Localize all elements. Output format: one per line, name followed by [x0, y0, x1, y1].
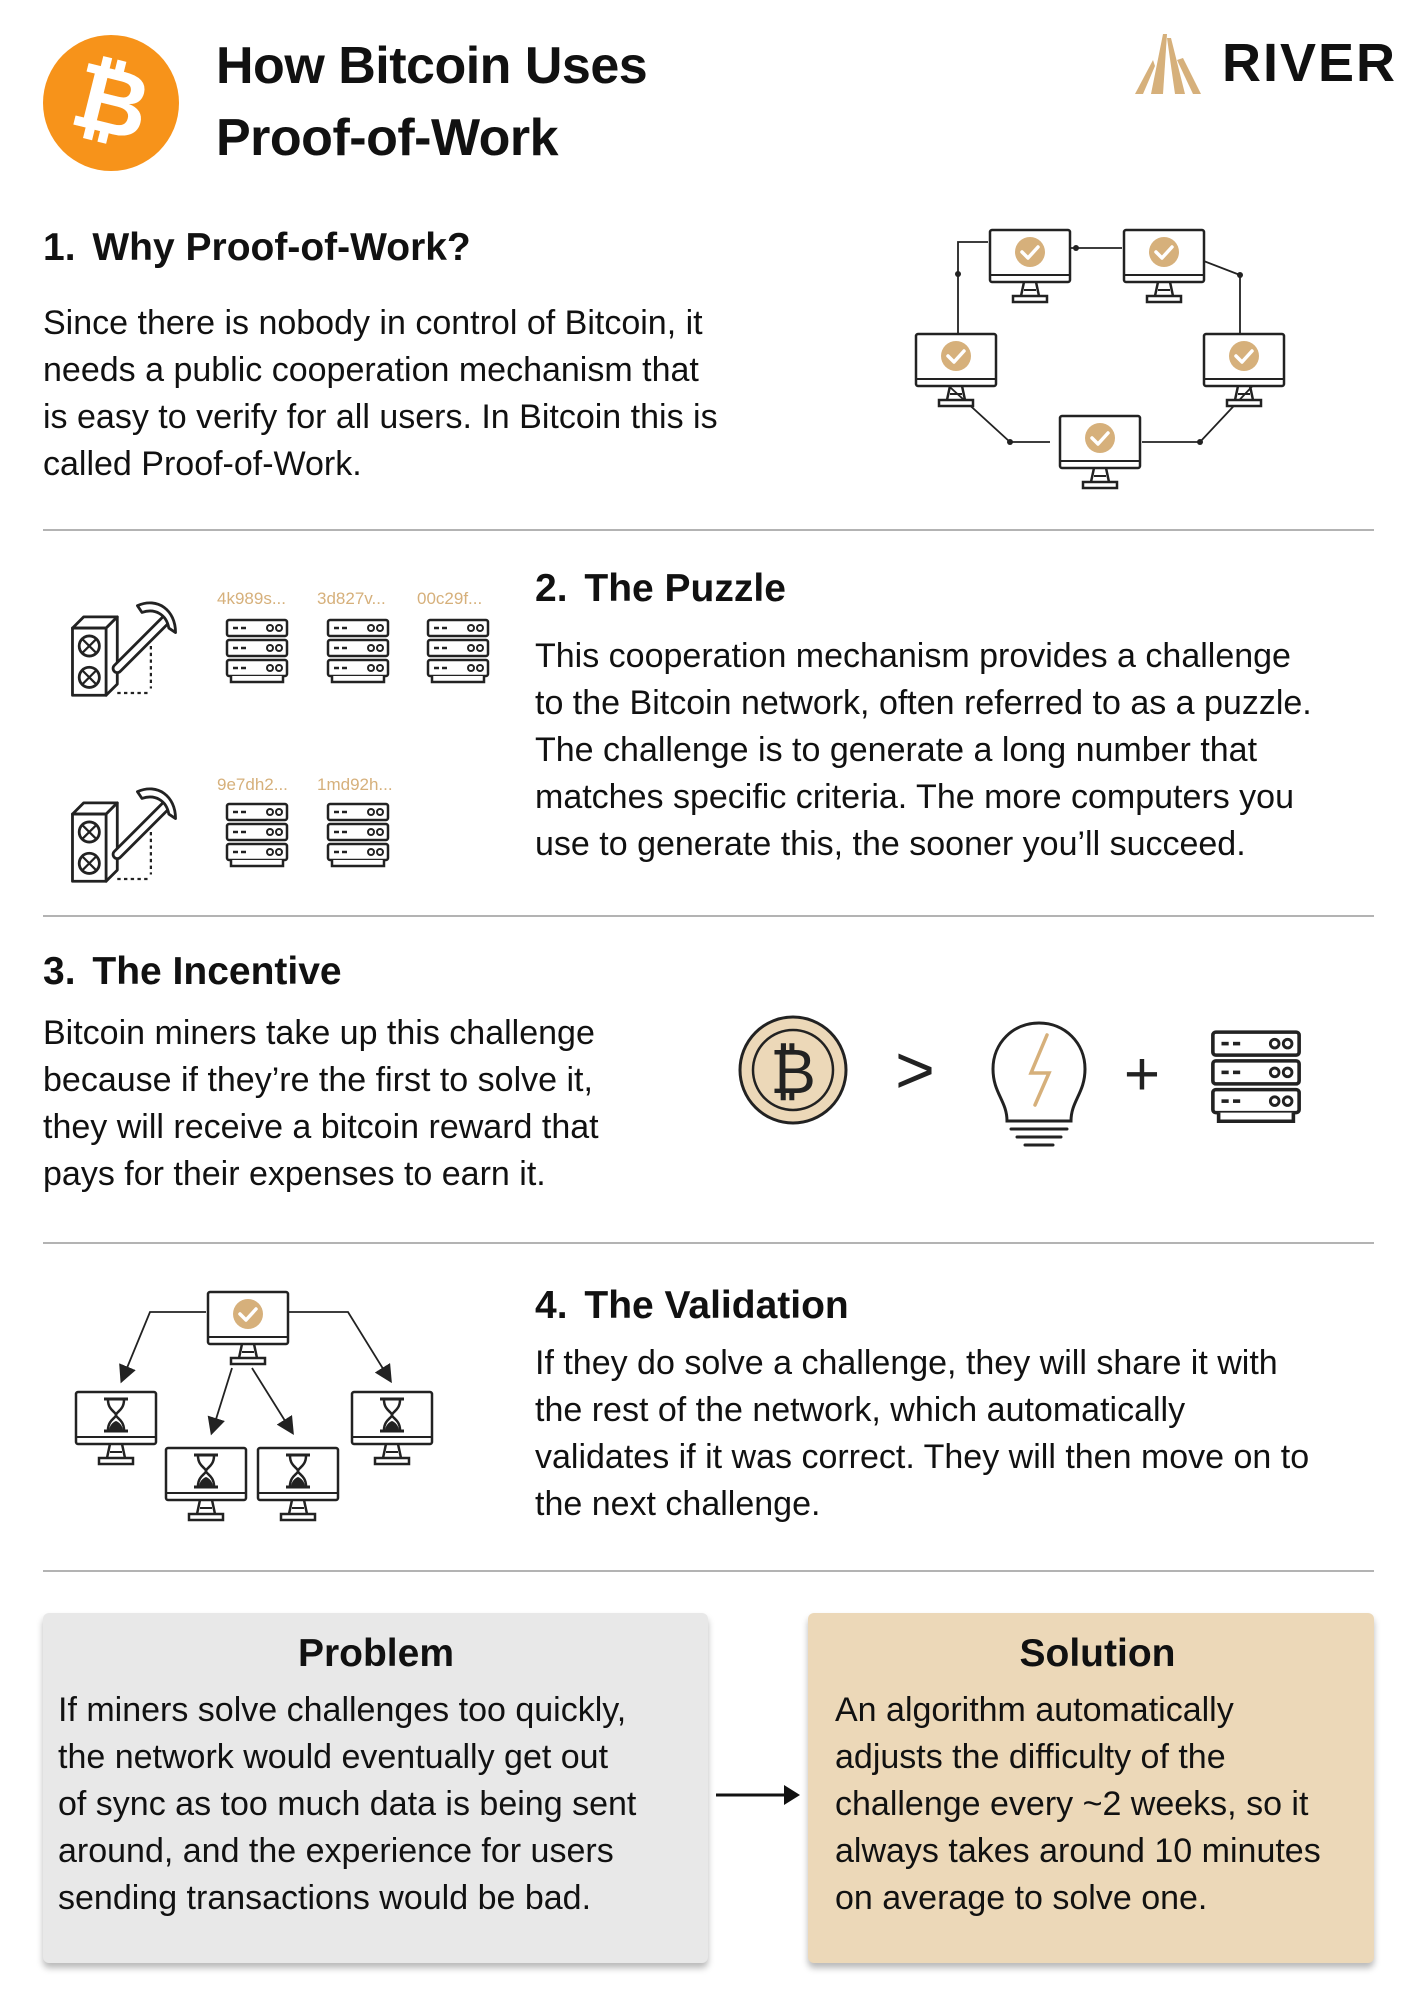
- section-divider: [43, 529, 1374, 531]
- section-divider: [43, 1242, 1374, 1244]
- section-3-title: The Incentive: [92, 950, 342, 993]
- section-3-line: they will receive a bitcoin reward that: [43, 1108, 599, 1146]
- bitcoin-logo: ₿: [43, 35, 179, 171]
- section-divider: [43, 1570, 1374, 1572]
- section-1-line: Since there is nobody in control of Bitc…: [43, 304, 703, 342]
- monitor-check-icon: [1058, 414, 1142, 490]
- section-2-heading: 2. The Puzzle: [535, 565, 786, 613]
- brand-name: RIVER: [1222, 33, 1398, 93]
- solution-line: An algorithm automatically: [835, 1691, 1234, 1729]
- problem-line: of sync as too much data is being sent: [58, 1785, 637, 1823]
- section-2-line: This cooperation mechanism provides a ch…: [535, 637, 1291, 675]
- monitor-hourglass-icon: [350, 1390, 434, 1466]
- section-3-line: pays for their expenses to earn it.: [43, 1155, 546, 1193]
- section-2-line: to the Bitcoin network, often referred t…: [535, 684, 1312, 722]
- server-icon: [225, 618, 289, 684]
- monitor-hourglass-icon: [256, 1446, 340, 1522]
- arrow-right-icon: [716, 1785, 800, 1805]
- problem-line: If miners solve challenges too quickly,: [58, 1691, 627, 1729]
- section-2-number: 2.: [535, 567, 568, 610]
- monitor-check-icon: [206, 1290, 290, 1366]
- section-4-line: validates if it was correct. They will t…: [535, 1438, 1310, 1476]
- miner-icon: [72, 603, 175, 695]
- section-4-line: If they do solve a challenge, they will …: [535, 1344, 1278, 1382]
- monitor-check-icon: [914, 332, 998, 408]
- monitor-check-icon: [988, 228, 1072, 304]
- section-1-number: 1.: [43, 226, 76, 269]
- problem-title: Problem: [297, 1632, 455, 1675]
- greater-than-symbol: >: [895, 1032, 935, 1108]
- section-2-text: This cooperation mechanism provides a ch…: [535, 633, 1375, 868]
- problem-line: around, and the experience for users: [58, 1832, 614, 1870]
- section-4-text: If they do solve a challenge, they will …: [535, 1340, 1375, 1528]
- hash-label: 00c29f...: [417, 589, 482, 608]
- hash-label: 9e7dh2...: [217, 775, 288, 794]
- section-1-line: is easy to verify for all users. In Bitc…: [43, 398, 718, 436]
- monitor-check-icon: [1122, 228, 1206, 304]
- problem-card: Problem If miners solve challenges too q…: [43, 1613, 708, 1963]
- section-2-title: The Puzzle: [584, 567, 786, 610]
- section-2-line: matches specific criteria. The more comp…: [535, 778, 1294, 816]
- server-icon: [426, 618, 490, 684]
- section-1-line: needs a public cooperation mechanism tha…: [43, 351, 699, 389]
- section-divider: [43, 915, 1374, 917]
- section-1-text: Since there is nobody in control of Bitc…: [43, 300, 823, 488]
- section-1-line: called Proof-of-Work.: [43, 445, 362, 483]
- section-4-line: the next challenge.: [535, 1485, 821, 1523]
- solution-line: adjusts the difficulty of the: [835, 1738, 1226, 1776]
- monitor-hourglass-icon: [74, 1390, 158, 1466]
- section-1-title: Why Proof-of-Work?: [92, 226, 471, 269]
- server-icon: [326, 618, 390, 684]
- problem-line: sending transactions would be bad.: [58, 1879, 592, 1917]
- section-4-heading: 4. The Validation: [535, 1282, 849, 1330]
- bitcoin-icon: ₿: [43, 35, 179, 171]
- solution-line: challenge every ~2 weeks, so it: [835, 1785, 1309, 1823]
- solution-line: always takes around 10 minutes: [835, 1832, 1321, 1870]
- hash-label: 4k989s...: [217, 589, 286, 608]
- hash-label: 1md92h...: [317, 775, 393, 794]
- svg-text:₿: ₿: [770, 1038, 816, 1107]
- bitcoin-coin-icon: ₿: [738, 1015, 848, 1125]
- network-ring-illustration: [914, 228, 1286, 490]
- problem-text: If miners solve challenges too quickly, …: [58, 1687, 694, 1922]
- page-title-line-1: How Bitcoin Uses: [216, 37, 648, 95]
- section-3-line: because if they’re the first to solve it…: [43, 1061, 593, 1099]
- page-title-line-2: Proof-of-Work: [216, 109, 559, 167]
- miner-icon: [72, 789, 175, 881]
- problem-line: the network would eventually get out: [58, 1738, 609, 1776]
- monitor-hourglass-icon: [164, 1446, 248, 1522]
- server-icon: [225, 802, 289, 868]
- hash-label: 3d827v...: [317, 589, 386, 608]
- solution-title: Solution: [1019, 1632, 1176, 1675]
- solution-card: Solution An algorithm automatically adju…: [808, 1613, 1374, 1963]
- section-1-heading: 1. Why Proof-of-Work?: [43, 224, 471, 272]
- section-3-text: Bitcoin miners take up this challenge be…: [43, 1010, 693, 1198]
- section-4-line: the rest of the network, which automatic…: [535, 1391, 1186, 1429]
- plus-symbol: +: [1124, 1040, 1160, 1109]
- solution-line: on average to solve one.: [835, 1879, 1208, 1917]
- section-2-line: The challenge is to generate a long numb…: [535, 731, 1258, 769]
- section-3-number: 3.: [43, 950, 76, 993]
- section-2-line: use to generate this, the sooner you’ll …: [535, 825, 1246, 863]
- server-icon: [326, 802, 390, 868]
- page-title: How Bitcoin Uses Proof-of-Work: [216, 30, 648, 174]
- incentive-illustration: ₿ > +: [738, 1015, 1301, 1147]
- lightbulb-icon: [991, 1021, 1087, 1147]
- section-3-heading: 3. The Incentive: [43, 948, 342, 996]
- section-4-number: 4.: [535, 1284, 568, 1327]
- section-4-title: The Validation: [584, 1284, 849, 1327]
- validation-illustration: [74, 1290, 434, 1522]
- section-3-line: Bitcoin miners take up this challenge: [43, 1014, 595, 1052]
- puzzle-illustration: 4k989s... 3d827v... 00c29f... 9e7dh2... …: [60, 589, 490, 890]
- river-mountain-icon: [1133, 30, 1203, 96]
- solution-text: An algorithm automatically adjusts the d…: [835, 1687, 1360, 1922]
- server-icon: [1211, 1030, 1301, 1124]
